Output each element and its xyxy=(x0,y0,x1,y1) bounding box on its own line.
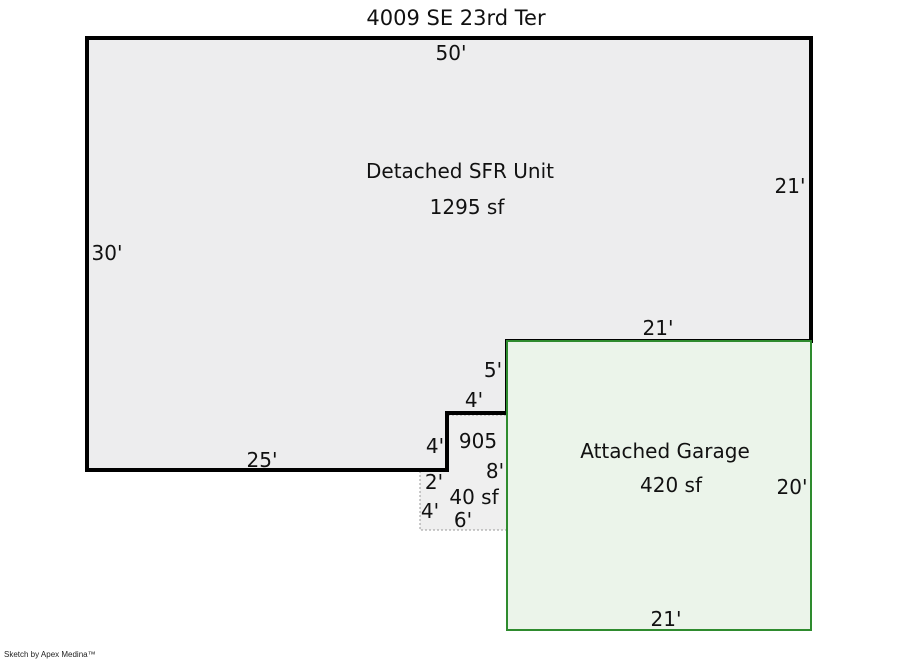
dim-porch-bottom: 6' xyxy=(454,508,472,532)
dim-notch-lower: 4' xyxy=(426,434,444,458)
dim-sfr-bottom: 25' xyxy=(247,448,278,472)
dim-sfr-garage-edge: 21' xyxy=(643,316,674,340)
garage-name-label: Attached Garage xyxy=(580,439,750,463)
property-address: 4009 SE 23rd Ter xyxy=(366,6,546,30)
dim-sfr-right: 21' xyxy=(775,174,806,198)
dim-porch-left: 4' xyxy=(421,499,439,523)
porch-code-label: 905 xyxy=(459,429,497,453)
dim-notch-horizontal: 4' xyxy=(465,388,483,412)
dim-notch-vertical: 5' xyxy=(484,358,502,382)
dim-porch-top: 2' xyxy=(425,470,443,494)
sfr-name-label: Detached SFR Unit xyxy=(366,159,554,183)
dim-sfr-top: 50' xyxy=(436,41,467,65)
dim-garage-right: 20' xyxy=(777,475,808,499)
dim-porch-right: 8' xyxy=(486,459,504,483)
sketch-credit: Sketch by Apex Medina™ xyxy=(4,650,96,659)
dim-sfr-left: 30' xyxy=(92,241,123,265)
porch-area-label: 40 sf xyxy=(449,485,499,509)
garage-area-label: 420 sf xyxy=(640,473,703,497)
garage-area xyxy=(506,340,812,631)
dim-garage-bottom: 21' xyxy=(651,607,682,631)
sfr-area-label: 1295 sf xyxy=(430,195,506,219)
